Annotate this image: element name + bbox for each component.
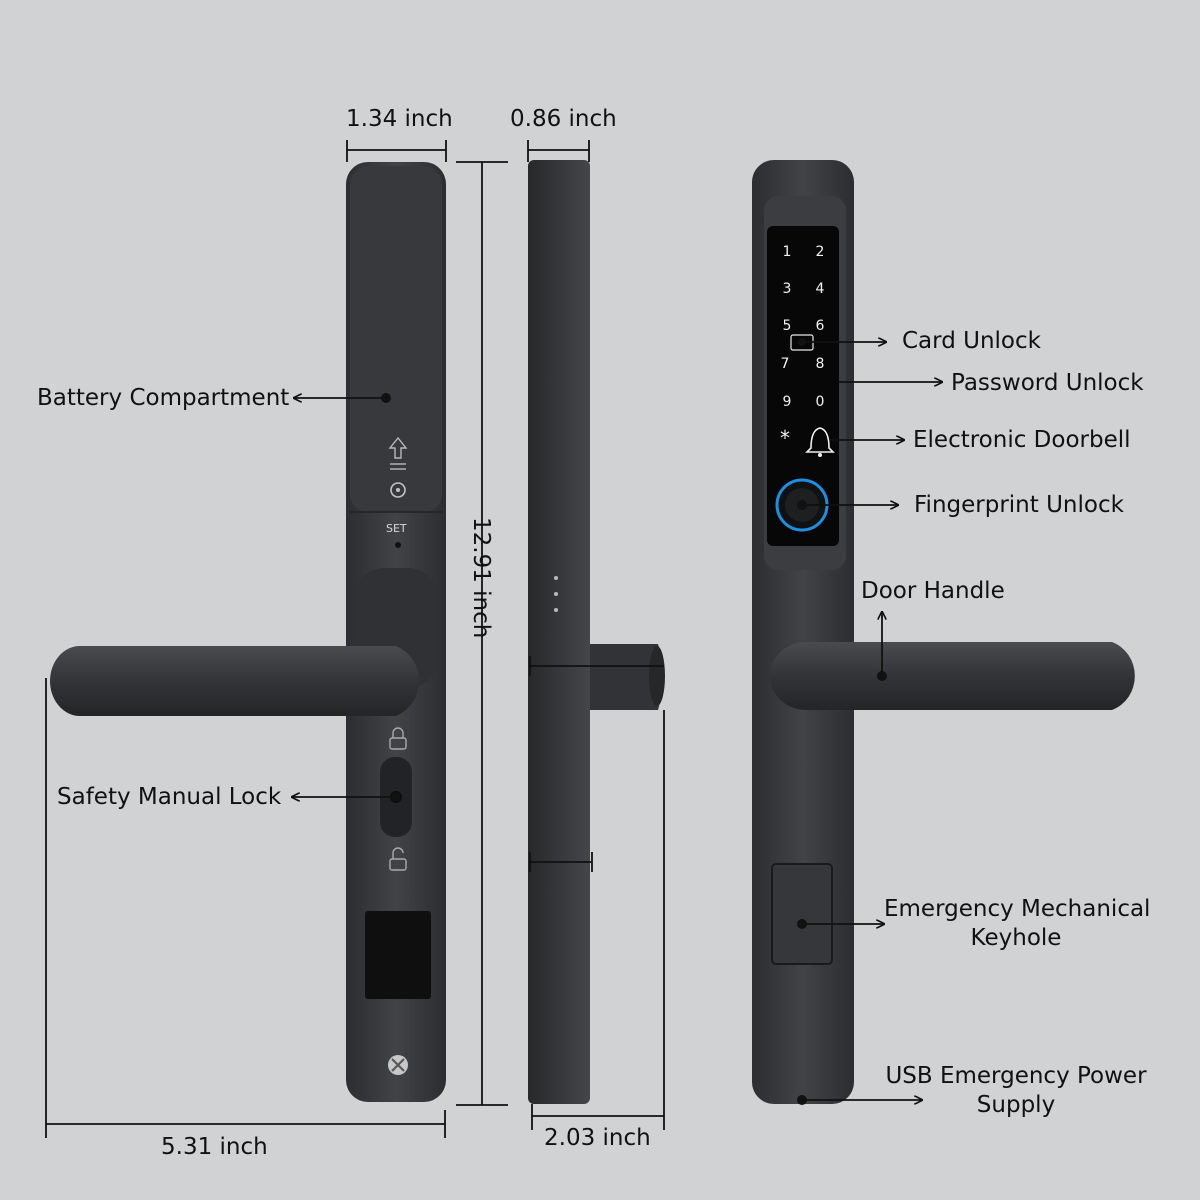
dim-side-depth: 0.86 inch — [510, 106, 617, 132]
key-2[interactable]: 2 — [815, 244, 825, 260]
key-7[interactable]: 7 — [780, 356, 790, 372]
back-view — [50, 162, 446, 1102]
label-fingerprint-unlock: Fingerprint Unlock — [914, 492, 1124, 518]
key-9[interactable]: 9 — [782, 394, 792, 410]
key-0[interactable]: 0 — [815, 394, 825, 410]
back-window — [365, 911, 431, 999]
callouts — [292, 338, 942, 1105]
front-view — [752, 160, 1135, 1104]
key-6[interactable]: 6 — [815, 318, 825, 334]
battery-cover — [350, 166, 442, 512]
label-door-handle: Door Handle — [861, 578, 1005, 604]
key-4[interactable]: 4 — [815, 281, 825, 297]
label-password-unlock: Password Unlock — [951, 370, 1144, 396]
locked-icon — [389, 737, 407, 750]
dim-handle-length: 5.31 inch — [161, 1134, 268, 1160]
keypad-panel — [767, 226, 839, 546]
label-usb-line2: Supply — [976, 1092, 1056, 1118]
dim-height: 12.91 inch — [468, 517, 494, 639]
label-keyhole-line2: Keyhole — [970, 925, 1062, 951]
label-usb-line1: USB Emergency Power — [885, 1063, 1147, 1089]
side-view — [528, 160, 665, 1104]
dim-front-width: 1.34 inch — [346, 106, 453, 132]
side-spindle — [590, 644, 663, 710]
doorbell-icon[interactable] — [805, 427, 835, 453]
label-safety-manual-lock: Safety Manual Lock — [57, 784, 282, 810]
keyhole-cover[interactable] — [771, 863, 833, 965]
label-keyhole-line1: Emergency Mechanical — [884, 896, 1151, 922]
key-star[interactable]: * — [780, 426, 790, 450]
arrow-up-icon — [388, 436, 408, 459]
label-card-unlock: Card Unlock — [902, 328, 1041, 354]
set-button[interactable] — [395, 542, 401, 548]
key-5[interactable]: 5 — [782, 318, 792, 334]
back-handle[interactable] — [50, 646, 420, 716]
set-label: SET — [386, 522, 407, 535]
label-battery-compartment: Battery Compartment — [37, 385, 290, 411]
dimension-lines — [45, 140, 665, 1138]
dim-handle-projection: 2.03 inch — [544, 1125, 651, 1151]
key-8[interactable]: 8 — [815, 356, 825, 372]
label-electronic-doorbell: Electronic Doorbell — [913, 427, 1131, 453]
unlock-screw-icon — [390, 482, 406, 498]
unlocked-icon — [389, 858, 407, 871]
key-3[interactable]: 3 — [782, 281, 792, 297]
front-handle[interactable] — [770, 642, 1135, 710]
key-1[interactable]: 1 — [782, 244, 792, 260]
side-body — [528, 160, 590, 1104]
